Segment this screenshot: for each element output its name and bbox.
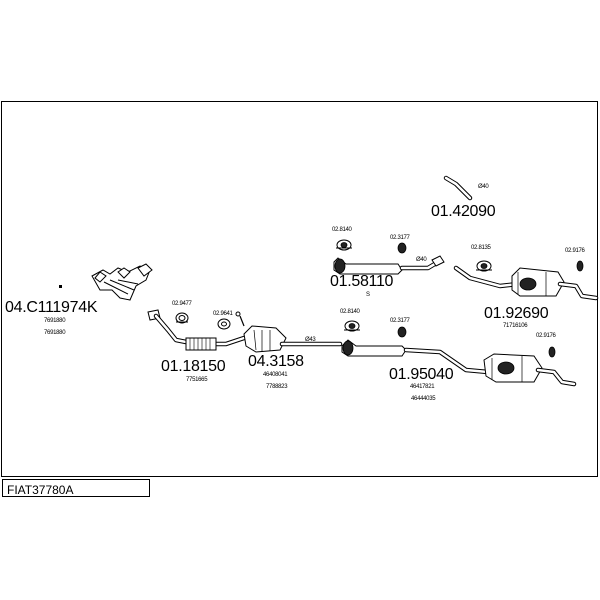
mount-upper-2-part[interactable] <box>397 242 407 254</box>
mount-rear-upper-1-number: 02.8135 <box>471 245 491 251</box>
front-pipe-ref-1: 7751665 <box>186 377 208 383</box>
diameter-tail-label: Ø40 <box>478 184 489 190</box>
middle-rear-assembly-number: 01.95040 <box>389 366 454 383</box>
middle-rear-assembly-ref-1: 46417821 <box>410 384 435 390</box>
catalyst-part[interactable] <box>235 311 343 353</box>
tail-pipe-upper-part[interactable] <box>443 175 473 201</box>
middle-rear-assembly-part[interactable] <box>341 339 577 387</box>
rear-silencer-upper-number: 01.92690 <box>484 305 549 322</box>
diameter-mid-label: Ø40 <box>416 257 427 263</box>
mount-lower-1-number: 02.8140 <box>340 309 360 315</box>
clamp-front-part[interactable] <box>175 312 189 324</box>
middle-silencer-upper-number: 01.58110 <box>330 273 394 290</box>
mount-upper-1-number: 02.8140 <box>332 227 352 233</box>
mount-upper-1-part[interactable] <box>336 239 352 251</box>
gasket-front-number: 02.9641 <box>213 311 233 317</box>
catalyst-number: 04.3158 <box>248 353 304 370</box>
diagram-title: FIAT37780A <box>7 483 74 497</box>
clamp-front-number: 02.9477 <box>172 301 192 307</box>
middle-silencer-upper-ref-1: S <box>366 292 370 298</box>
front-pipe-number: 01.18150 <box>161 358 226 375</box>
mount-lower-2-part[interactable] <box>397 326 407 338</box>
gasket-front-part[interactable] <box>217 318 231 330</box>
mount-lower-1-part[interactable] <box>344 320 360 332</box>
manifold-ref-1: 7691880 <box>44 318 66 324</box>
tail-pipe-upper-number: 01.42090 <box>431 203 496 220</box>
catalyst-ref-1: 46408041 <box>263 372 288 378</box>
manifold-part[interactable] <box>91 263 153 301</box>
front-pipe-part[interactable] <box>147 309 247 351</box>
catalyst-ref-2: 7788823 <box>266 384 288 390</box>
mount-upper-2-number: 02.3177 <box>390 235 410 241</box>
mount-rear-lower-part[interactable] <box>548 346 556 358</box>
diameter-43-label: Ø43 <box>305 337 316 343</box>
rear-silencer-upper-part[interactable] <box>453 265 599 301</box>
mount-rear-upper-2-part[interactable] <box>576 260 584 272</box>
middle-rear-assembly-ref-2: 46444035 <box>411 396 436 402</box>
mount-rear-upper-2-number: 02.9176 <box>565 248 585 254</box>
mount-rear-upper-1-part[interactable] <box>476 260 492 272</box>
middle-silencer-upper-part[interactable] <box>333 255 445 275</box>
diagram-frame <box>1 101 598 477</box>
marker-square <box>59 285 62 288</box>
manifold-ref-2: 7691880 <box>44 330 66 336</box>
rear-silencer-upper-ref-1: 71716106 <box>503 323 528 329</box>
title-box: FIAT37780A <box>2 479 150 497</box>
manifold-number: 04.C111974K <box>5 299 98 316</box>
mount-rear-lower-number: 02.9176 <box>536 333 556 339</box>
mount-lower-2-number: 02.3177 <box>390 318 410 324</box>
